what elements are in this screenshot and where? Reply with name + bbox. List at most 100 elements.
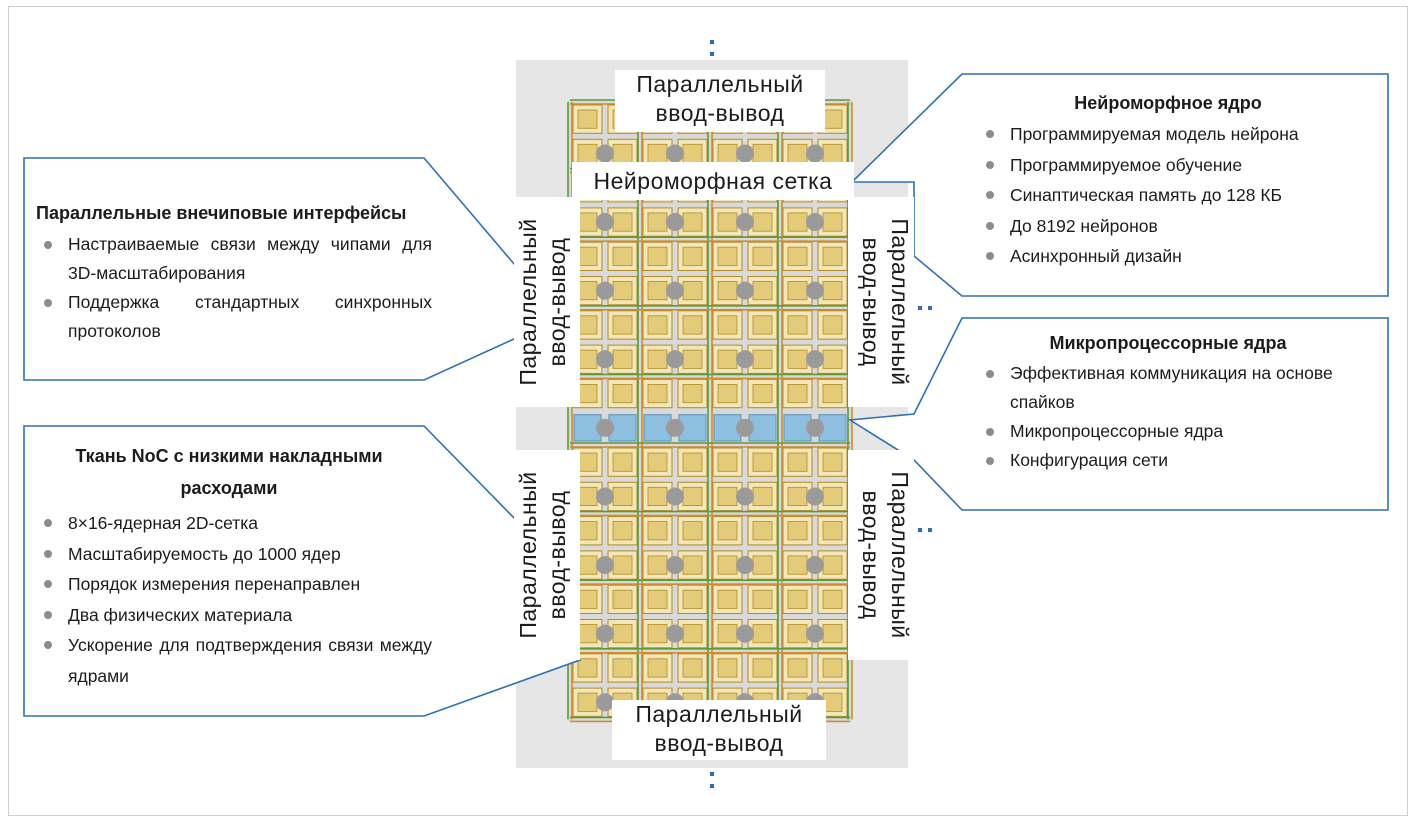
- neuro-core-inner: [787, 246, 808, 266]
- router-node: [806, 487, 824, 506]
- neuro-core-inner: [647, 452, 668, 472]
- list-item: Ускорение для подтверждения связи между …: [36, 630, 432, 691]
- neuro-core-inner: [577, 624, 598, 644]
- io-label-bottom: Параллельный ввод-вывод: [612, 700, 826, 760]
- neuro-core-inner: [822, 486, 843, 506]
- neuro-core-inner: [647, 521, 668, 541]
- neuro-core-inner: [577, 521, 598, 541]
- neuro-core-inner: [787, 486, 808, 506]
- neuro-core-inner: [647, 486, 668, 506]
- neuro-core-inner: [787, 349, 808, 369]
- neuro-core-inner: [822, 624, 843, 644]
- neuro-core-inner: [752, 246, 773, 266]
- neuro-core-inner: [787, 589, 808, 609]
- neuro-core-inner: [822, 349, 843, 369]
- neuro-core-inner: [612, 521, 633, 541]
- router-node: [806, 213, 824, 232]
- router-node: [806, 350, 824, 369]
- neuro-core-inner: [682, 624, 703, 644]
- neuro-core-inner: [752, 315, 773, 335]
- neuro-core-inner: [577, 349, 598, 369]
- neuro-core-inner: [787, 212, 808, 232]
- neuro-core-inner: [787, 658, 808, 678]
- callout-title: Нейроморфное ядро: [1074, 93, 1262, 113]
- list-item: Порядок измерения перенаправлен: [36, 569, 432, 600]
- callout-list: Настраиваемые связи между чипами для 3D-…: [36, 230, 432, 346]
- callout-list: 8×16-ядерная 2D-сетка Масштабируемость д…: [36, 508, 432, 691]
- neuro-core-inner: [577, 281, 598, 301]
- list-item: До 8192 нейронов: [978, 211, 1358, 242]
- neuro-core-inner: [787, 383, 808, 404]
- continuation-dot: [710, 784, 714, 788]
- list-item: 8×16-ядерная 2D-сетка: [36, 508, 432, 539]
- neuro-core-inner: [752, 143, 773, 164]
- neuro-core-inner: [612, 281, 633, 301]
- neuro-core-inner: [682, 658, 703, 678]
- router-node: [596, 693, 614, 712]
- router-node: [806, 418, 824, 437]
- neuro-core-inner: [822, 246, 843, 266]
- neuro-core-inner: [612, 349, 633, 369]
- neuro-core-inner: [647, 246, 668, 266]
- neuro-core-inner: [577, 486, 598, 506]
- neuro-core-inner: [752, 281, 773, 301]
- neuro-core-inner: [647, 383, 668, 404]
- neuro-core-inner: [612, 452, 633, 472]
- router-node: [736, 418, 754, 437]
- callout-title: Параллельные внечиповые интерфейсы: [36, 203, 407, 223]
- neuro-core-inner: [682, 349, 703, 369]
- neuro-core-inner: [647, 212, 668, 232]
- neuro-core-inner: [822, 555, 843, 575]
- neuro-core-inner: [822, 658, 843, 678]
- neuro-core-inner: [612, 212, 633, 232]
- router-node: [596, 281, 614, 300]
- neuro-core-inner: [717, 383, 738, 404]
- io-label-left-lower: Параллельный ввод-вывод: [514, 450, 580, 660]
- router-node: [736, 213, 754, 232]
- router-node: [596, 350, 614, 369]
- neuro-core-inner: [717, 212, 738, 232]
- neuro-core-inner: [577, 658, 598, 678]
- callout-frame-microprocessor-cores: [847, 317, 1389, 511]
- callout-frame-noc-fabric: [23, 425, 582, 717]
- neuro-core-inner: [577, 692, 598, 712]
- neuro-core-inner: [577, 109, 598, 129]
- neuro-core-inner: [752, 486, 773, 506]
- mesh-area: [568, 100, 852, 722]
- list-item: Эффективная коммуникация на основе спайк…: [978, 359, 1358, 417]
- neuro-core-inner: [612, 555, 633, 575]
- io-label-left-upper-text: Параллельный ввод-вывод: [515, 218, 570, 386]
- micro-core: [783, 414, 812, 442]
- neuro-core-inner: [717, 624, 738, 644]
- callout-noc-fabric: Ткань NoC с низкими накладными расходами…: [36, 440, 432, 691]
- callout-title: Микропроцессорные ядра: [1049, 333, 1287, 353]
- neuro-core-inner: [612, 658, 633, 678]
- callout-frame-neuromorphic-core: [850, 73, 1389, 297]
- router-node: [596, 487, 614, 506]
- neuro-core-inner: [612, 624, 633, 644]
- continuation-dots: [710, 40, 932, 788]
- neuro-core-inner: [822, 452, 843, 472]
- continuation-dot: [710, 52, 714, 56]
- neuro-core-inner: [752, 589, 773, 609]
- neuro-core-inner: [682, 246, 703, 266]
- router-node: [806, 281, 824, 300]
- neuro-core-inner: [682, 383, 703, 404]
- router-node: [736, 487, 754, 506]
- neuro-core-inner: [682, 486, 703, 506]
- neuro-core-inner: [682, 212, 703, 232]
- neuro-core-inner: [787, 555, 808, 575]
- neuro-core-inner: [682, 143, 703, 164]
- neuro-core-inner: [822, 589, 843, 609]
- neuro-core-inner: [752, 349, 773, 369]
- neuro-core-inner: [647, 589, 668, 609]
- neuro-core-inner: [577, 143, 598, 164]
- neuro-core-inner: [577, 589, 598, 609]
- neuro-core-inner: [752, 452, 773, 472]
- neuro-core-inner: [577, 452, 598, 472]
- neuro-core-inner: [822, 315, 843, 335]
- neuro-core-inner: [717, 521, 738, 541]
- neuro-core-inner: [647, 349, 668, 369]
- neuro-core-inner: [612, 383, 633, 404]
- router-node: [666, 281, 684, 300]
